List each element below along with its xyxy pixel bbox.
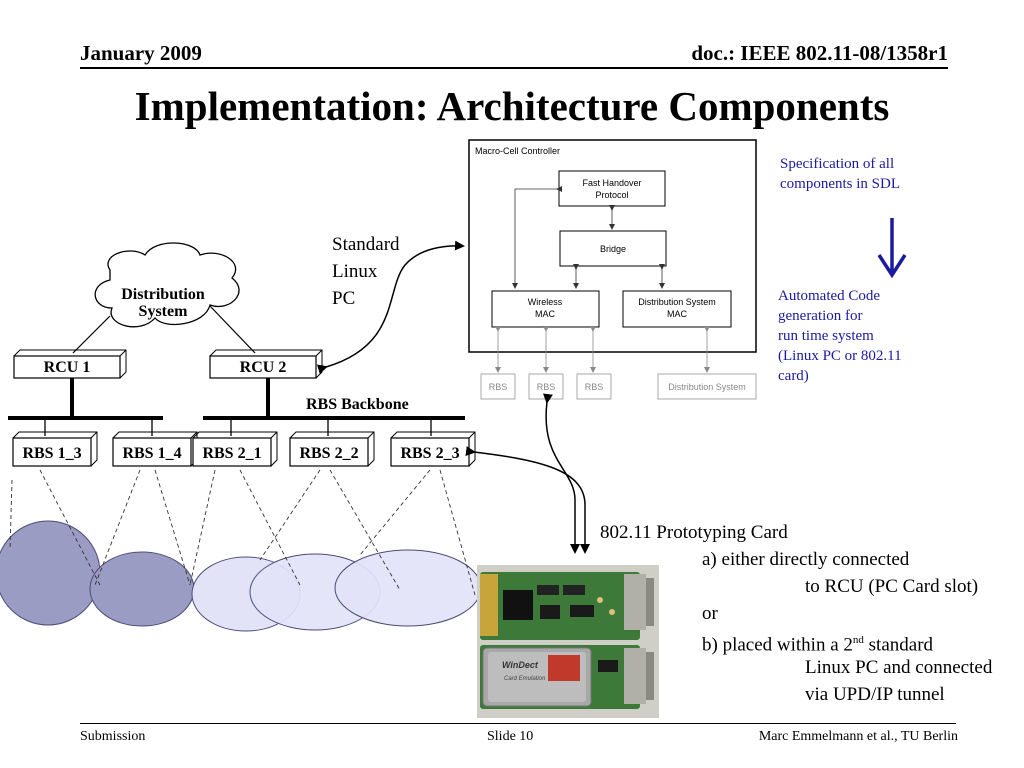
card-rbs-arrow xyxy=(465,446,590,554)
footer-author: Marc Emmelmann et al., TU Berlin xyxy=(758,729,958,744)
svg-text:Bridge: Bridge xyxy=(600,244,626,254)
card-brand-sub: Card Emulation xyxy=(504,676,546,682)
svg-text:RBS 2_1: RBS 2_1 xyxy=(202,445,261,462)
svg-text:RBS 1_3: RBS 1_3 xyxy=(22,445,81,462)
backbone-lines xyxy=(8,378,465,436)
svg-text:Wireless: Wireless xyxy=(528,297,563,307)
footer-rule xyxy=(80,723,956,724)
card-note-title: 802.11 Prototyping Card xyxy=(600,522,788,543)
coverage-cells xyxy=(0,520,482,632)
svg-text:MAC: MAC xyxy=(535,309,556,319)
svg-text:RBS 1_4: RBS 1_4 xyxy=(122,445,181,462)
port-rbs-3: RBS xyxy=(585,382,604,392)
prototyping-card-photo: WinDect Card Emulation xyxy=(477,565,659,718)
card-note-option-a-detail: to RCU (PC Card slot) xyxy=(805,576,979,597)
port-distribution-system: Distribution System xyxy=(668,382,746,392)
card-note-option-b-detail: Linux PC and connected xyxy=(805,657,993,678)
sdl-auto-note: Automated Code generation for run time s… xyxy=(778,288,902,384)
svg-text:RBS 2_2: RBS 2_2 xyxy=(299,445,358,462)
card-note-option-b: b) placed within a 2nd standard xyxy=(702,634,934,656)
coverage-lines xyxy=(9,469,476,596)
svg-text:Distribution: Distribution xyxy=(121,286,205,303)
rcu-1-box: RCU 1 xyxy=(13,349,127,379)
svg-text:Protocol: Protocol xyxy=(595,190,628,200)
port-rbs-2: RBS xyxy=(537,382,556,392)
svg-text:PC: PC xyxy=(332,288,355,309)
rbs-2-3-box: RBS 2_3 xyxy=(390,431,476,467)
fast-handover-box: Fast Handover Protocol xyxy=(558,170,666,207)
port-rbs-1: RBS xyxy=(489,382,508,392)
header-doc-id: doc.: IEEE 802.11-08/1358r1 xyxy=(691,41,948,65)
rbs-2-2-box: RBS 2_2 xyxy=(289,431,375,467)
svg-text:RCU 1: RCU 1 xyxy=(44,359,91,376)
rbs-2-1-box: RBS 2_1 xyxy=(192,431,278,467)
controller-ports: RBS RBS RBS Distribution System xyxy=(480,326,757,400)
bridge-box: Bridge xyxy=(559,230,667,267)
sdl-down-arrow-icon xyxy=(877,218,907,279)
header-date: January 2009 xyxy=(80,41,202,65)
distribution-system-cloud: Distribution System xyxy=(94,242,240,328)
footer-slide-number: Slide 10 xyxy=(487,729,534,744)
sdl-spec-note: Specification of all components in SDL xyxy=(780,156,900,192)
svg-text:Standard: Standard xyxy=(332,234,400,255)
pc-label: Standard Linux PC xyxy=(332,234,400,309)
card-note-option-b-tunnel: via UPD/IP tunnel xyxy=(805,684,945,705)
svg-text:MAC: MAC xyxy=(667,309,688,319)
cloud-links xyxy=(72,305,256,354)
ds-mac-box: Distribution System MAC xyxy=(622,290,732,328)
svg-text:Distribution System: Distribution System xyxy=(638,297,716,307)
footer-submission: Submission xyxy=(80,729,146,744)
svg-text:RBS 2_3: RBS 2_3 xyxy=(400,445,459,462)
controller-title: Macro-Cell Controller xyxy=(475,146,560,156)
backbone-label: RBS Backbone xyxy=(306,396,409,413)
rcu-2-box: RCU 2 xyxy=(209,349,323,379)
rbs-1-4-box: RBS 1_4 xyxy=(112,431,198,467)
svg-text:Fast Handover: Fast Handover xyxy=(582,178,641,188)
pc-link-arrow xyxy=(316,240,465,375)
card-note-or: or xyxy=(702,603,718,624)
macro-cell-controller: Macro-Cell Controller Fast Handover Prot… xyxy=(468,139,757,353)
header-rule xyxy=(80,67,948,69)
card-brand: WinDect xyxy=(502,660,539,670)
wireless-mac-box: Wireless MAC xyxy=(491,290,600,328)
slide-title: Implementation: Architecture Components xyxy=(134,83,890,129)
svg-text:System: System xyxy=(139,303,189,320)
svg-text:Linux: Linux xyxy=(332,261,378,282)
rbs-1-3-box: RBS 1_3 xyxy=(12,431,98,467)
svg-text:RCU 2: RCU 2 xyxy=(240,359,287,376)
card-note-option-a: a) either directly connected xyxy=(702,549,910,570)
